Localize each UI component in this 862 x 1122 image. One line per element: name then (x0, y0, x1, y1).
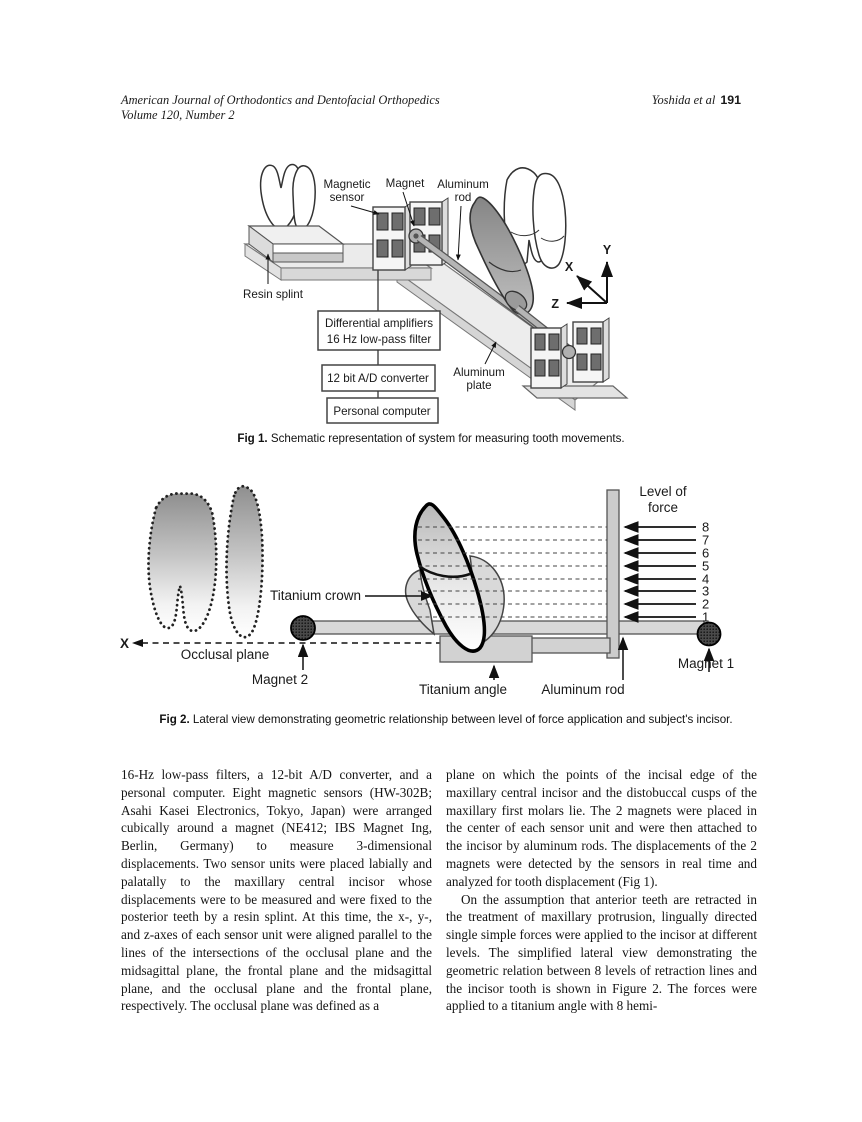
fig1-callouts: Magnetic sensor Magnet Aluminum rod Resi… (243, 177, 505, 392)
incisor-tooth (413, 502, 487, 653)
page-number: 191 (720, 93, 741, 107)
figure-1-schematic: Y X Z Differential amplifiers 16 Hz low-… (243, 163, 629, 424)
force-level-4: 4 (702, 572, 709, 587)
right-molar-teeth (503, 167, 567, 269)
aluminum-plate-label-2: plate (466, 379, 491, 392)
figure-2-caption-text: Lateral view demonstrating geometric rel… (189, 713, 733, 726)
aluminum-rod-bar (312, 620, 705, 635)
force-level-8: 8 (702, 520, 709, 535)
paragraph-left: 16-Hz low-pass filters, a 12-bit A/D con… (121, 767, 432, 1014)
axis-y-label: Y (603, 243, 612, 257)
magnetic-sensor-pair-2 (530, 317, 610, 389)
journal-title: American Journal of Orthodontics and Den… (121, 93, 440, 107)
magnetic-sensor-label-1: Magnetic (323, 178, 370, 191)
magnetic-sensor-pair-1 (372, 197, 449, 271)
magnet-2-label: Magnet 2 (252, 672, 308, 687)
aluminum-plate-label-1: Aluminum (453, 366, 505, 379)
magnet-label: Magnet (386, 177, 425, 190)
magnet-disc-1-core (413, 233, 419, 239)
figure-2-caption-label: Fig 2. (159, 713, 190, 726)
coordinate-axes: Y X Z (551, 243, 613, 311)
fig2-callouts: Level of force Titanium crown Occlusal p… (181, 484, 734, 697)
box-amplifier-line1: Differential amplifiers (325, 317, 433, 330)
force-level-7: 7 (702, 533, 709, 548)
body-column-right: plane on which the points of the incisal… (446, 766, 757, 1015)
level-of-force-label-2: force (648, 500, 678, 515)
titanium-angle-label: Titanium angle (419, 682, 507, 697)
box-amplifier-line2: 16 Hz low-pass filter (327, 333, 432, 346)
force-level-3: 3 (702, 584, 709, 599)
occlusal-plane-label: Occlusal plane (181, 647, 270, 662)
body-column-left: 16-Hz low-pass filters, a 12-bit A/D con… (121, 766, 432, 1015)
running-head-right: Yoshida et al 191 (652, 93, 741, 108)
figure-1-caption-label: Fig 1. (237, 432, 268, 445)
running-head-left: American Journal of Orthodontics and Den… (121, 93, 440, 122)
resin-splint (247, 225, 345, 263)
paragraph-right-1: plane on which the points of the incisal… (446, 767, 757, 889)
titanium-crown-label: Titanium crown (270, 588, 361, 603)
figure-2-caption: Fig 2. Lateral view demonstrating geomet… (111, 713, 781, 726)
magnetic-sensor-label-2: sensor (330, 191, 365, 204)
figure-1-caption: Fig 1. Schematic representation of syste… (96, 432, 766, 445)
force-level-1: 1 (702, 610, 709, 625)
force-levels: 8 7 6 5 4 3 2 1 (418, 520, 709, 625)
figure-1-caption-text: Schematic representation of system for m… (267, 432, 625, 445)
force-level-2: 2 (702, 597, 709, 612)
left-molar-teeth (259, 163, 316, 231)
axis-x-label: X (565, 260, 574, 274)
journal-volume: Volume 120, Number 2 (121, 107, 235, 122)
authors: Yoshida et al (651, 93, 716, 107)
box-pc: Personal computer (333, 405, 430, 418)
force-level-6: 6 (702, 546, 709, 561)
aluminum-rod-label-2: rod (455, 191, 472, 204)
aluminum-rod-label: Aluminum rod (541, 682, 624, 697)
sensor-base-plate (521, 385, 629, 399)
force-level-bar (606, 489, 620, 659)
resin-splint-label: Resin splint (243, 288, 304, 301)
flow-boxes: Differential amplifiers 16 Hz low-pass f… (317, 310, 441, 424)
aluminum-rod-label-1: Aluminum (437, 178, 489, 191)
magnet-1-label: Magnet 1 (678, 656, 734, 671)
incisor-tooth-gray (469, 196, 535, 315)
box-adc: 12 bit A/D converter (327, 372, 429, 385)
magnet-2-disc (290, 615, 316, 641)
dotted-molar-teeth (147, 484, 264, 639)
occlusal-x-label: X (120, 636, 129, 651)
axis-z-label: Z (551, 297, 559, 311)
force-level-5: 5 (702, 559, 709, 574)
magnet-1-disc (696, 621, 722, 647)
figure-2-lateral-view: X (120, 484, 734, 697)
paragraph-right-2: On the assumption that anterior teeth ar… (446, 891, 757, 1014)
level-of-force-label-1: Level of (639, 484, 687, 499)
